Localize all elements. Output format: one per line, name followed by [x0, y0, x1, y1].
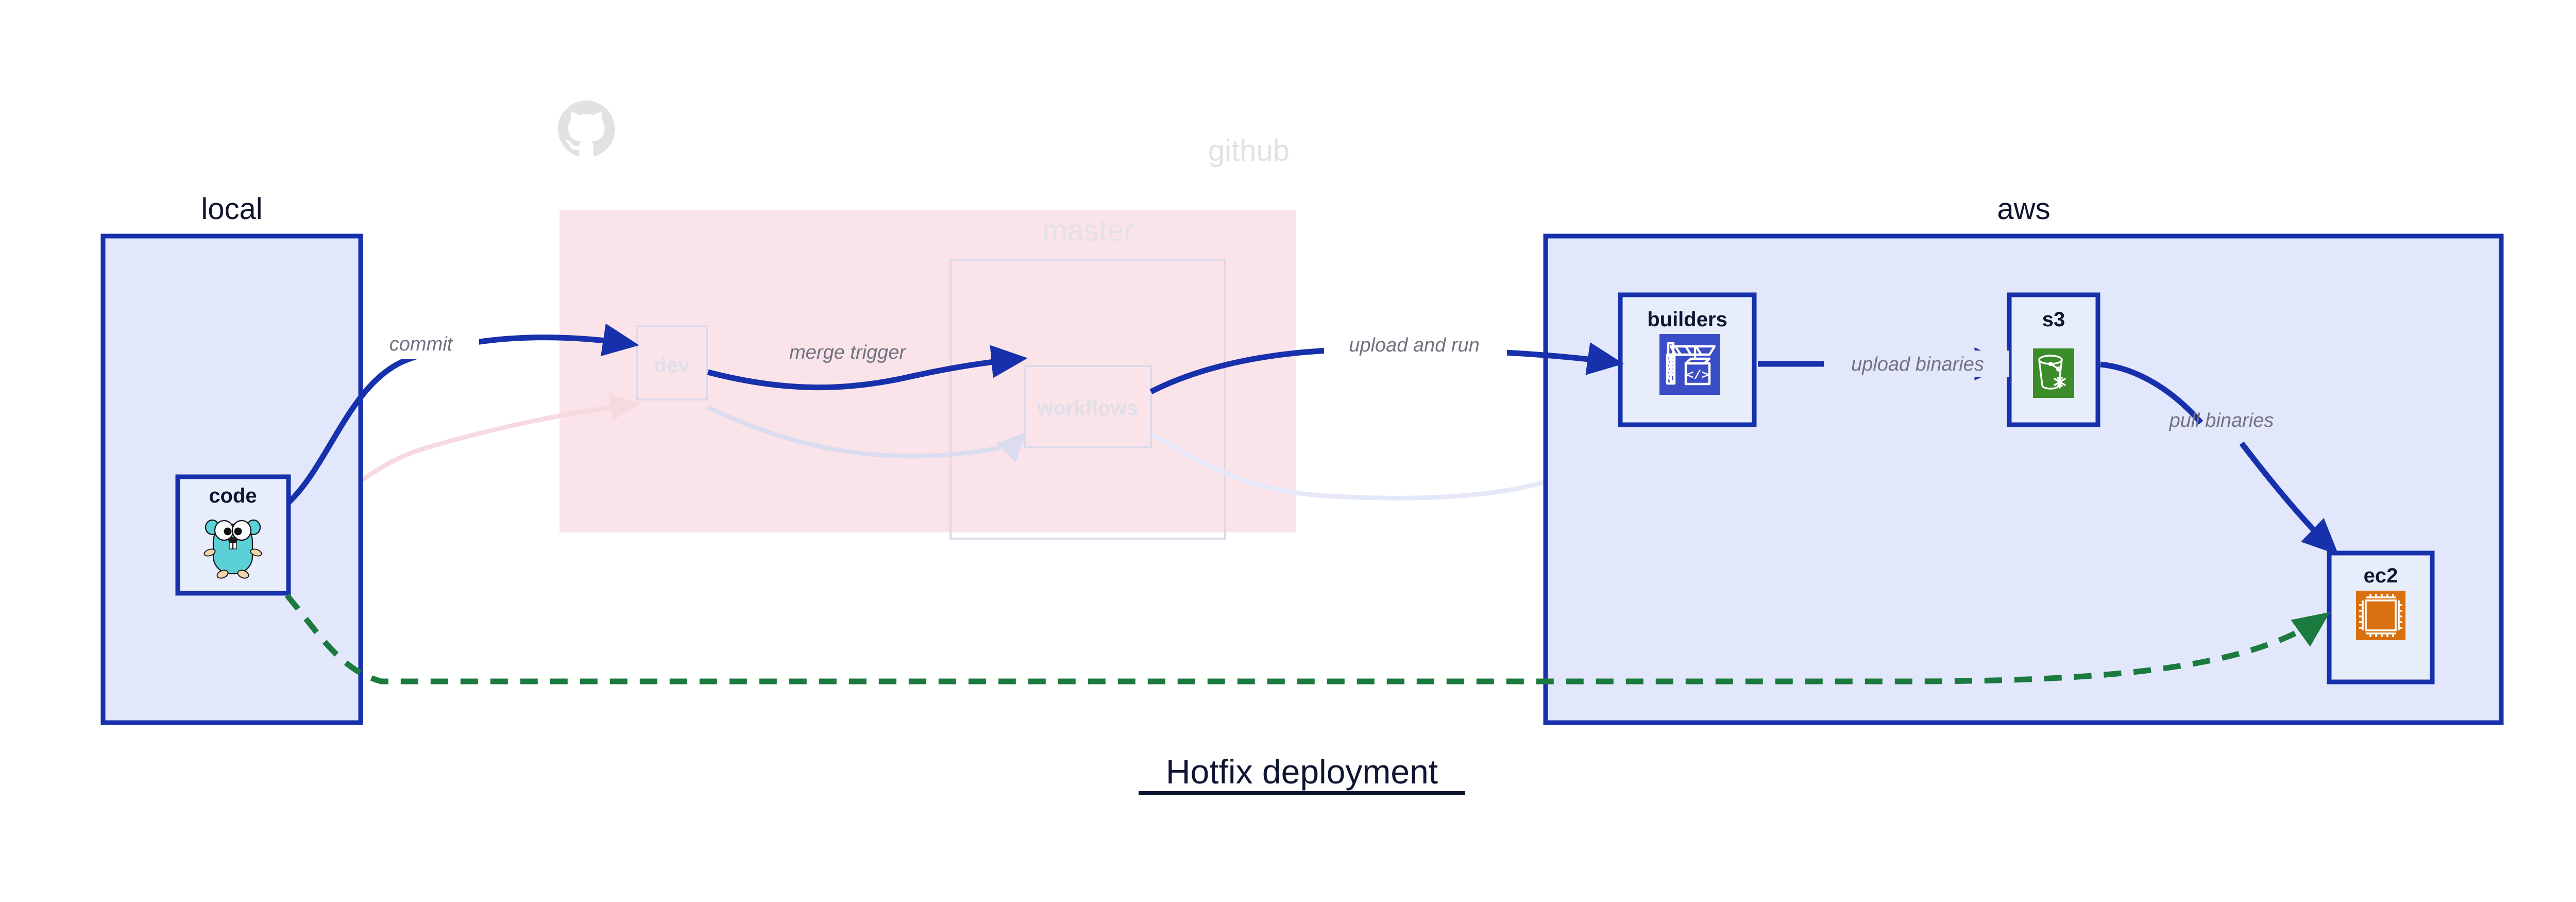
edge-upload-binaries[interactable]: upload binaries	[1758, 347, 2011, 381]
node-ec2-label: ec2	[2364, 564, 2398, 587]
group-local[interactable]: local code	[100, 192, 363, 725]
github-octocat-icon	[558, 101, 615, 156]
edge-upload-and-run-label: upload and run	[1349, 335, 1480, 356]
node-builders-label: builders	[1647, 308, 1727, 331]
node-ec2[interactable]: ec2	[2327, 550, 2435, 684]
edge-hotfix-direct[interactable]	[284, 593, 2330, 684]
node-workflows-rect	[1024, 365, 1152, 448]
page-title-underline	[1139, 791, 1465, 795]
page-title: Hotfix deployment	[1166, 753, 1438, 791]
group-label-github: github	[1208, 134, 1290, 168]
node-s3-label: s3	[2042, 308, 2065, 331]
node-dev[interactable]: dev	[636, 325, 708, 400]
aws-s3-bucket-icon	[2033, 348, 2074, 398]
node-workflows[interactable]: workflows	[1024, 365, 1152, 448]
group-github[interactable]: github master dev workflows	[558, 101, 1296, 540]
edge-upload-and-run[interactable]: upload and run	[1149, 332, 1624, 394]
ghost-edge-dev-workflows	[707, 405, 1027, 462]
node-dev-rect	[636, 325, 708, 400]
group-label-local: local	[201, 192, 262, 226]
node-code-label: code	[209, 485, 257, 507]
diagram-title: Hotfix deployment	[1139, 753, 1465, 795]
edge-commit[interactable]: commit	[286, 323, 639, 505]
node-code[interactable]: code	[175, 474, 291, 596]
edge-pull-binaries-label: pull binaries	[2169, 410, 2274, 431]
edge-pull-binaries-path-a	[2100, 361, 2204, 425]
edge-upload-and-run-label-bg	[1324, 332, 1507, 359]
edge-merge-trigger-label: merge trigger	[789, 342, 906, 363]
node-dev-label: dev	[654, 354, 690, 377]
codebuild-code-glyph: </>	[1686, 369, 1708, 383]
edge-pull-binaries-path-b	[2239, 441, 2339, 555]
group-label-aws: aws	[1997, 192, 2050, 226]
edge-commit-label: commit	[389, 333, 453, 355]
group-aws[interactable]: aws builders	[1543, 192, 2504, 725]
edge-merge-trigger-label-bg	[773, 340, 922, 367]
master-subgroup-rect	[950, 259, 1226, 540]
edge-merge-trigger-path	[707, 345, 1028, 391]
edge-hotfix-direct-path	[284, 593, 2330, 684]
edge-upload-binaries-label-bg	[1824, 350, 2009, 377]
edges: commit merge trigger upload and run uplo…	[284, 323, 2339, 684]
go-gopher-icon	[204, 519, 262, 579]
edge-upload-binaries-label: upload binaries	[1851, 354, 1984, 375]
node-workflows-label: workflows	[1037, 397, 1138, 420]
edge-pull-binaries[interactable]: pull binaries	[2100, 361, 2339, 555]
node-s3[interactable]: s3	[2007, 292, 2100, 427]
node-builders[interactable]: builders </>	[1618, 292, 1757, 427]
subgroup-label-master: master	[1042, 214, 1133, 247]
edge-commit-path	[286, 323, 639, 505]
edge-merge-trigger[interactable]: merge trigger	[707, 340, 1028, 391]
edge-commit-label-bg	[381, 332, 479, 359]
aws-ec2-chip-icon	[2356, 591, 2405, 640]
aws-codebuild-icon: </>	[1659, 334, 1720, 395]
subgroup-master[interactable]: master	[950, 214, 1226, 540]
